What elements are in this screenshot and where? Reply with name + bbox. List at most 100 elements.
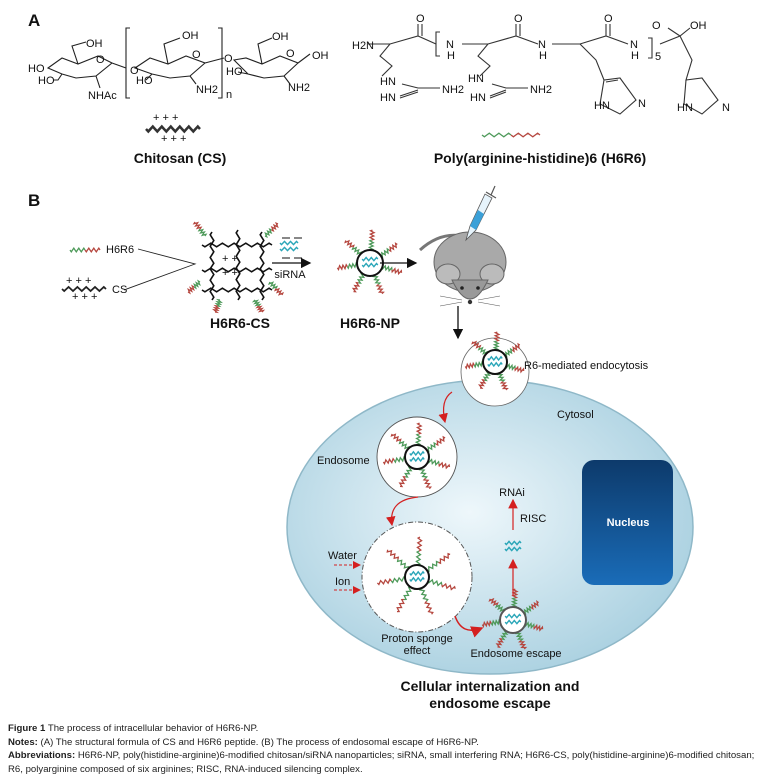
chitosan-atom-labels: OH HO HO NHAc OH O O O O O HO NH2 n OH H…	[28, 30, 329, 102]
ion-label: Ion	[335, 576, 350, 588]
arginine-segment	[424, 600, 434, 615]
histidine-segment	[505, 362, 516, 371]
sirna-strand	[361, 262, 379, 268]
svg-text:H: H	[539, 50, 547, 62]
histidine-segment	[418, 467, 429, 479]
arginine-segment	[368, 229, 376, 241]
mouse-injection-icon	[418, 185, 507, 307]
endocytosis-np-icon	[464, 331, 525, 391]
endosome-escape-label: Endosome escape	[470, 648, 561, 660]
svg-text:N: N	[722, 102, 730, 114]
sirna-strand	[279, 246, 299, 252]
water-label: Water	[328, 550, 357, 562]
histidine-segment	[351, 246, 363, 255]
arginine-segment	[422, 477, 433, 490]
svg-text:NH2: NH2	[196, 84, 218, 96]
figure-title: The process of intracellular behavior of…	[47, 723, 259, 734]
arginine-segment	[396, 598, 405, 613]
figure-canvas: A OH HO HO NHAc OH O O O O O HO NH2 n OH…	[28, 11, 730, 711]
svg-text:N: N	[638, 98, 646, 110]
chitosan-chain-icon: + + + + + +	[145, 112, 201, 145]
histidine-segment	[426, 560, 439, 573]
np-core	[499, 606, 527, 634]
svg-text:H6R6: H6R6	[106, 244, 134, 256]
svg-text:OH: OH	[690, 20, 707, 32]
svg-text:O: O	[652, 20, 661, 32]
svg-text:H: H	[631, 50, 639, 62]
svg-text:HO: HO	[38, 75, 55, 87]
abbreviations-label: Abbreviations:	[8, 750, 76, 762]
svg-text:O: O	[286, 48, 295, 60]
sirna-strand	[504, 540, 522, 546]
svg-text:O: O	[96, 54, 105, 66]
svg-text:N: N	[538, 39, 546, 51]
svg-text:HN: HN	[380, 76, 396, 88]
svg-text:HN: HN	[468, 73, 484, 85]
svg-text:HO: HO	[28, 63, 45, 75]
svg-text:OH: OH	[312, 50, 329, 62]
histidine-segment	[414, 433, 422, 446]
svg-text:HO: HO	[226, 66, 243, 78]
svg-text:OH: OH	[272, 31, 289, 43]
h6r6-structure	[368, 24, 719, 115]
svg-text:O: O	[416, 13, 425, 25]
proton-sponge-label: Proton sponge	[381, 633, 453, 645]
escape-arrow	[454, 615, 484, 638]
histidine-segment	[523, 605, 532, 616]
cs-chain	[259, 231, 265, 301]
arginine-segment	[510, 132, 541, 138]
arginine-segment	[481, 619, 492, 628]
figure-label: Figure 1	[8, 723, 46, 734]
svg-text:HN: HN	[594, 100, 610, 112]
histidine-segment	[404, 466, 413, 478]
panel-a-label: A	[28, 11, 40, 30]
arginine-segment	[344, 239, 355, 249]
histidine-segment	[346, 261, 358, 270]
histidine-segment	[193, 279, 201, 290]
histidine-segment	[492, 340, 500, 351]
arginine-segment	[530, 600, 539, 611]
histidine-segment	[504, 347, 513, 358]
notes-label: Notes:	[8, 736, 38, 748]
arginine-segment	[398, 476, 407, 488]
svg-text:+ + +: + + +	[66, 275, 91, 287]
histidine-segment	[403, 586, 412, 601]
arginine-segment	[495, 637, 504, 648]
svg-text:+ + +: + + +	[161, 133, 186, 145]
histidine-segment	[415, 550, 422, 566]
arginine-segment	[273, 287, 285, 296]
svg-text:n: n	[226, 89, 232, 101]
histidine-segment	[393, 455, 406, 464]
sponge-np-icon	[376, 536, 456, 615]
arginine-segment	[511, 588, 519, 599]
histidine-segment	[524, 621, 535, 630]
arginine-segment	[192, 221, 203, 230]
svg-text:NH2: NH2	[442, 84, 464, 96]
histidine-segment	[372, 274, 382, 285]
histidine-segment	[427, 458, 440, 467]
histidine-segment	[398, 440, 410, 450]
chitosan-structure	[46, 27, 311, 99]
abbreviations-text: H6R6-NP, poly(histidine-arginine)6-modif…	[8, 750, 755, 775]
arginine-segment	[386, 549, 400, 560]
arginine-segment	[438, 552, 451, 565]
arginine-segment	[211, 304, 221, 314]
svg-text:CS: CS	[112, 284, 127, 296]
cytosol-label: Cytosol	[557, 409, 594, 421]
arginine-segment	[415, 422, 423, 435]
arginine-segment	[187, 284, 195, 295]
histidine-segment	[482, 371, 491, 382]
arginine-segment	[376, 577, 392, 586]
arginine-segment	[441, 582, 456, 591]
arginine-segment	[488, 597, 499, 607]
histidine-segment	[380, 247, 390, 258]
arginine-segment	[514, 365, 525, 374]
sirna-label: siRNA	[274, 269, 306, 281]
histidine-segment	[473, 360, 484, 369]
endocytosis-label: R6-mediated endocytosis	[524, 360, 649, 372]
histidine-segment	[510, 597, 519, 608]
svg-text:HN: HN	[677, 102, 693, 114]
svg-text:N: N	[446, 39, 454, 51]
svg-text:NH2: NH2	[288, 82, 310, 94]
svg-text:O: O	[514, 13, 523, 25]
